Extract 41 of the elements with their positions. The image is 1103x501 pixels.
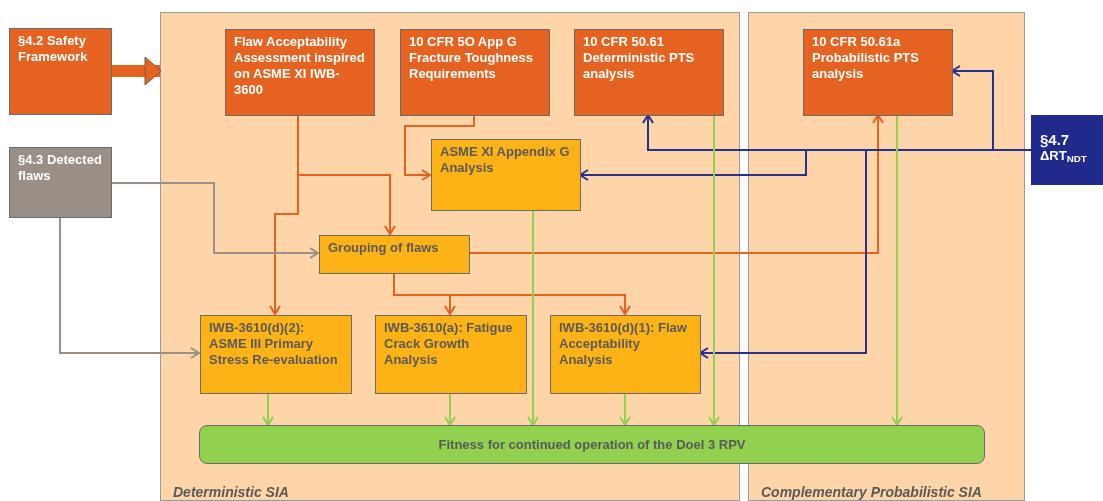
arrow bbox=[262, 392, 274, 426]
input-box bbox=[1031, 115, 1103, 185]
section-title: Deterministic SIA bbox=[173, 484, 289, 500]
process-box bbox=[400, 29, 550, 116]
box-text: ΔRT$_{NDT}$ bbox=[1040, 148, 1088, 164]
box-text: §4.7 bbox=[1040, 132, 1071, 148]
arrow bbox=[468, 114, 884, 254]
box-text: 10 CFR 50.61 Deterministic PTS analysis bbox=[583, 34, 696, 82]
arrow bbox=[59, 217, 200, 359]
arrow bbox=[619, 392, 631, 426]
box-text: Grouping of flaws bbox=[328, 240, 440, 256]
process-box bbox=[803, 29, 953, 116]
process-box bbox=[319, 235, 470, 274]
process-box bbox=[375, 315, 527, 394]
box-text: ASME XI Appendix G Analysis bbox=[440, 144, 571, 176]
section-title: Complementary Probabilistic SIA bbox=[761, 484, 982, 500]
input-box bbox=[9, 147, 112, 218]
process-box bbox=[574, 29, 724, 116]
box-text: §4.2 Safety Framework bbox=[18, 33, 89, 65]
box-text: IWB-3610(a): Fatigue Crack Growth Analysis bbox=[384, 320, 514, 368]
box-text: 10 CFR 5O App G Fracture Toughness Requirements bbox=[409, 34, 534, 82]
box-text: Flaw Acceptability Assessment inspired on ASME XI IWB-3600 bbox=[234, 34, 366, 98]
box-text: Fitness for continued operation of the Doel 3 RPV bbox=[438, 436, 746, 453]
arrow bbox=[111, 182, 319, 259]
arrow bbox=[891, 114, 903, 426]
box-text: IWB-3610(d)(1): Flaw Acceptability Analysis bbox=[559, 320, 688, 368]
box-text: IWB-3610(d)(2): ASME III Primary Stress Re-evaluation bbox=[209, 320, 339, 368]
block-arrow bbox=[112, 56, 162, 86]
process-box bbox=[550, 315, 701, 394]
result-bar bbox=[199, 425, 985, 464]
box-text: 10 CFR 50.61a Probabilistic PTS analysis bbox=[812, 34, 920, 82]
arrow bbox=[527, 209, 539, 426]
process-box bbox=[9, 28, 112, 115]
box-text: §4.3 Detected flaws bbox=[18, 152, 103, 184]
process-box bbox=[431, 139, 581, 211]
process-box bbox=[225, 29, 375, 116]
arrow bbox=[708, 114, 720, 426]
arrow bbox=[444, 392, 456, 426]
arrow bbox=[404, 114, 475, 181]
section-panel bbox=[748, 12, 1025, 501]
process-box bbox=[200, 315, 352, 394]
